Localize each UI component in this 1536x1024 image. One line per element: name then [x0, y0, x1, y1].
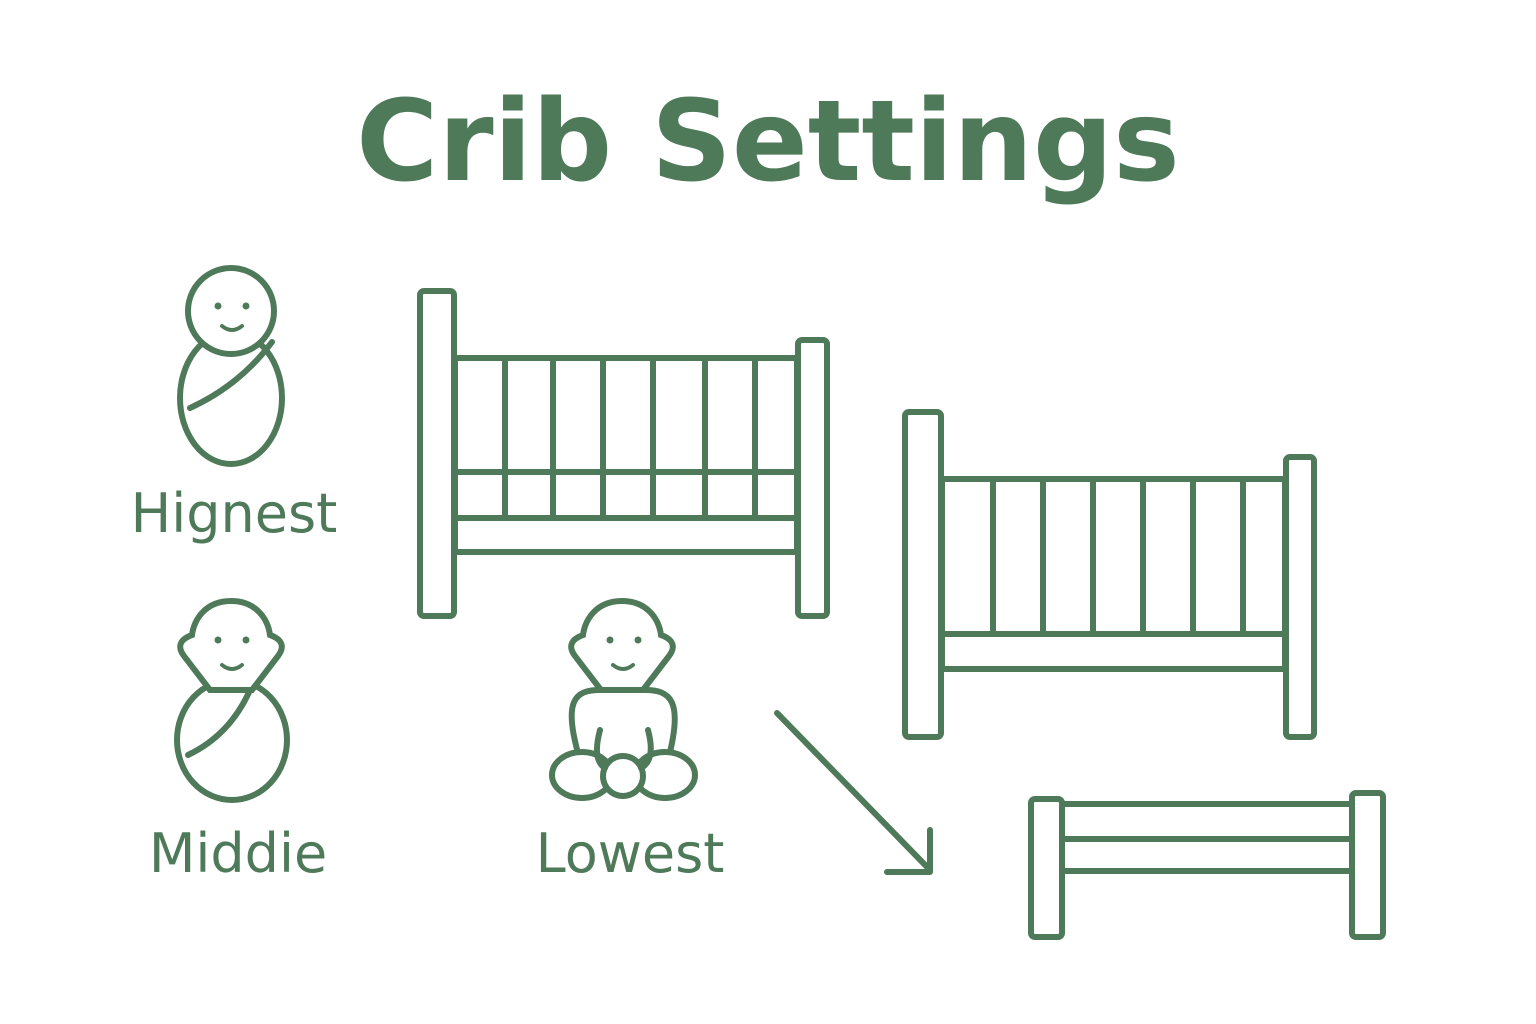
crib-lowest-setting	[1028, 790, 1386, 940]
baby-middle-icon	[174, 597, 290, 803]
arrow-down-right-icon	[774, 710, 933, 875]
sitting-baby-icon	[549, 597, 698, 801]
label-highest: Hignest	[131, 482, 338, 545]
crib-highest-setting	[417, 288, 830, 619]
label-middle: Middie	[149, 822, 327, 885]
label-lowest: Lowest	[536, 822, 725, 885]
swaddled-baby-icon	[177, 265, 285, 467]
crib-middle-setting	[902, 409, 1317, 740]
page-title: Crib Settings	[356, 77, 1180, 207]
